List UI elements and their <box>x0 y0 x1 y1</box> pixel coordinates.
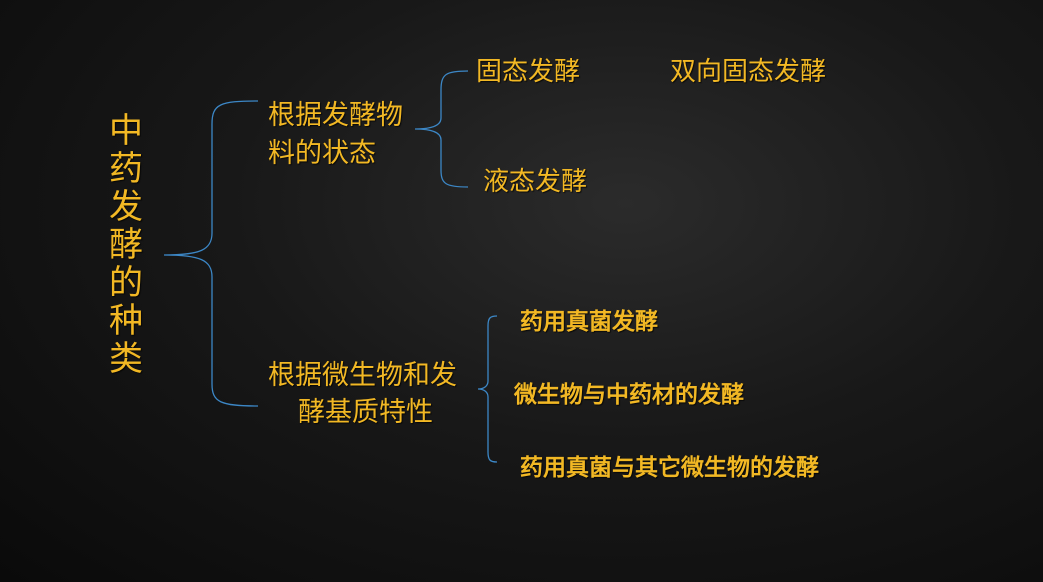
branch-microbe-substrate-line1: 根据微生物和发 <box>268 360 457 391</box>
leaf-liquid-fermentation: 液态发酵 <box>483 167 588 197</box>
leaf-medicinal-fungi-fermentation: 药用真菌发酵 <box>520 309 658 335</box>
leaf-microbe-herb-fermentation: 微生物与中药材的发酵 <box>514 382 744 408</box>
branch-microbe-substrate-line2: 酵基质特性 <box>298 397 433 428</box>
branch-material-state-line2: 料的状态 <box>268 138 376 169</box>
main-bracket <box>163 100 259 407</box>
title-vertical: 中药发酵的种类 <box>109 111 143 379</box>
leaf-solid-fermentation: 固态发酵 <box>476 57 581 87</box>
branch-material-state-line1: 根据发酵物 <box>268 100 403 131</box>
leaf-fungi-other-microbe-fermentation: 药用真菌与其它微生物的发酵 <box>520 455 819 481</box>
bracket-microbe-substrate <box>477 315 498 463</box>
bracket-material-state <box>414 70 469 188</box>
leaf-bidirectional-solid-fermentation: 双向固态发酵 <box>670 57 827 87</box>
